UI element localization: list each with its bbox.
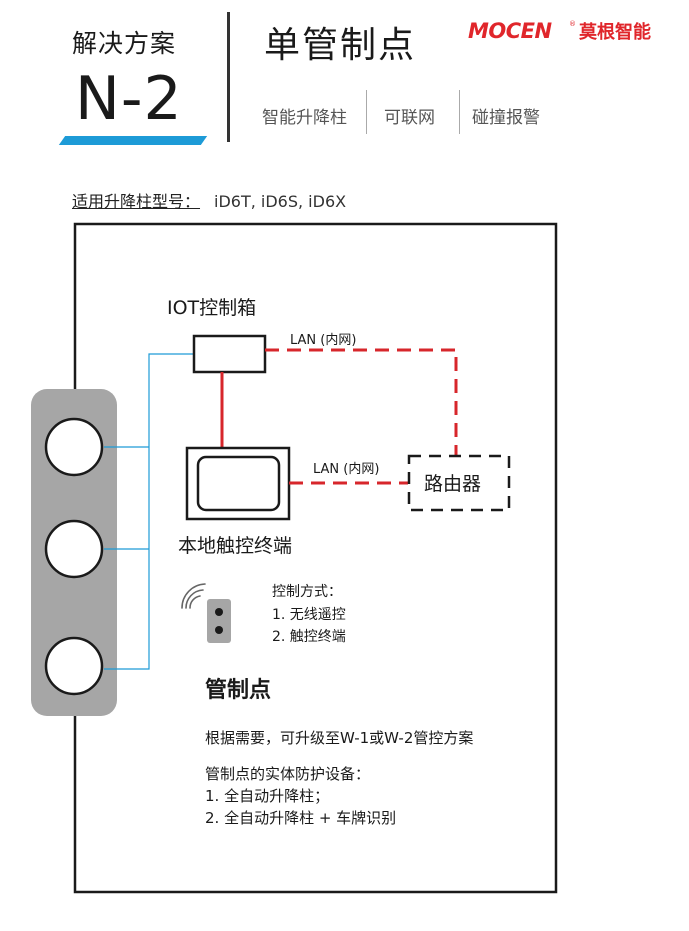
models-line: 适用升降柱型号： iD6T, iD6S, iD6X (72, 188, 346, 212)
upgrade-note: 根据需要，可升级至W-1或W-2管控方案 (205, 729, 474, 747)
lan-label-top: LAN (内网) (290, 332, 356, 348)
iot-box-label: IOT控制箱 (167, 297, 256, 319)
control-point-title: 管制点 (205, 677, 271, 703)
terminal-label: 本地触控终端 (178, 535, 292, 557)
bollard-1-icon (44, 417, 104, 477)
equip-item-1: 1. 全自动升降柱； (205, 787, 330, 805)
lan-label-mid: LAN (内网) (313, 461, 379, 477)
remote-control-icon (181, 583, 231, 643)
feature-networkable: 可联网 (384, 108, 435, 128)
equip-item-2: 2. 全自动升降柱 + 车牌识别 (205, 809, 397, 827)
svg-text:®: ® (569, 20, 576, 28)
control-method-title: 控制方式： (272, 584, 342, 600)
iot-control-box (192, 334, 267, 374)
bollard-connectors (104, 353, 194, 670)
bollard-3-icon (44, 636, 104, 696)
router-label: 路由器 (424, 473, 481, 495)
control-method-item-1: 1. 无线遥控 (272, 607, 346, 623)
models-label: 适用升降柱型号： (72, 192, 201, 211)
scheme-label: 解决方案 (72, 29, 177, 58)
touch-terminal-screen (196, 455, 281, 512)
product-title: 单管制点 (264, 25, 417, 66)
lan-link-top (265, 348, 458, 456)
svg-text:MOCEN: MOCEN (468, 19, 553, 43)
feature-divider (459, 90, 460, 134)
feature-collision-alarm: 碰撞报警 (472, 108, 540, 128)
brand-logo: MOCEN ® 莫根智能 (468, 19, 651, 43)
scheme-code: N-2 (75, 64, 183, 134)
router-box (407, 454, 511, 512)
header-divider (227, 12, 230, 142)
models-value: iD6T, iD6S, iD6X (214, 192, 347, 211)
notes-block: 根据需要，可升级至W-1或W-2管控方案 管制点的实体防护设备： 1. 全自动升… (205, 727, 473, 829)
equip-title: 管制点的实体防护设备： (205, 765, 371, 783)
feature-lift-bollard: 智能升降柱 (262, 108, 347, 128)
scene-frame (73, 222, 558, 894)
feature-divider (366, 90, 367, 134)
bollard-2-icon (44, 519, 104, 579)
svg-text:莫根智能: 莫根智能 (578, 21, 651, 43)
control-method-item-2: 2. 触控终端 (272, 629, 346, 645)
